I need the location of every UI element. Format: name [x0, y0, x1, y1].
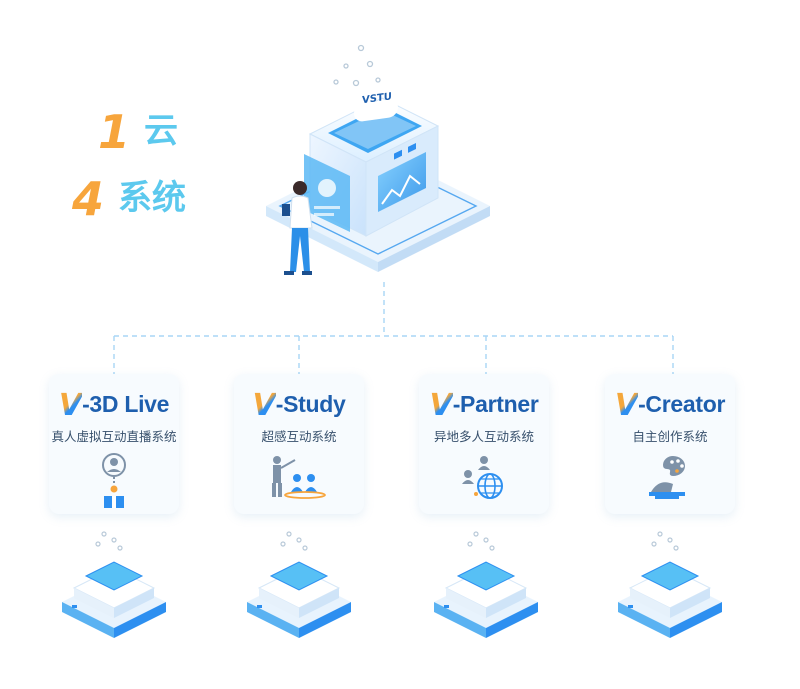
headline-text-1: 云 — [144, 111, 178, 151]
system-title: V-Partner — [419, 388, 549, 423]
server-stack-icon — [618, 531, 722, 638]
classroom-icon — [234, 452, 364, 506]
system-subtitle: 超感互动系统 — [261, 429, 337, 444]
headline-text-2: 系统 — [118, 178, 186, 218]
v-logo: V — [58, 388, 83, 423]
v-logo: V — [614, 388, 639, 423]
holo-panel — [304, 154, 350, 232]
v-logo: V — [429, 388, 453, 423]
headline-line-2: 4 系统 — [72, 170, 186, 226]
server-stack-icon — [434, 531, 538, 638]
system-card-3d-live[interactable]: V-3D Live 真人虚拟互动直播系统 — [49, 374, 179, 514]
system-name: -Creator — [638, 391, 726, 417]
system-subtitle: 真人虚拟互动直播系统 — [51, 429, 177, 444]
cloud-logo-text: VSTU — [362, 91, 392, 106]
system-card-creator[interactable]: V-Creator 自主创作系统 — [605, 374, 735, 514]
system-title: V-3D Live — [49, 388, 179, 423]
cloud-server-illustration: VSTU — [266, 44, 490, 275]
system-card-partner[interactable]: V-Partner 异地多人互动系统 — [419, 374, 549, 514]
system-name: -Study — [275, 391, 346, 417]
system-name: -3D Live — [82, 391, 170, 417]
globe-people-icon — [419, 452, 549, 506]
system-card-study[interactable]: V-Study 超感互动系统 — [234, 374, 364, 514]
system-subtitle: 异地多人互动系统 — [433, 429, 534, 444]
v-logo: V — [252, 388, 276, 423]
system-subtitle: 自主创作系统 — [632, 429, 708, 444]
system-title: V-Study — [234, 388, 364, 423]
creator-palette-icon — [605, 452, 735, 506]
presenter-icon — [49, 452, 179, 512]
server-stack-icon — [247, 531, 351, 638]
system-title: V-Creator — [605, 388, 735, 423]
system-name: -Partner — [452, 391, 539, 417]
person-figure — [282, 181, 313, 275]
headline-number-2: 4 — [72, 172, 105, 226]
floating-dots — [333, 44, 381, 87]
server-stack-icon — [62, 531, 166, 638]
headline-number-1: 1 — [98, 105, 131, 159]
